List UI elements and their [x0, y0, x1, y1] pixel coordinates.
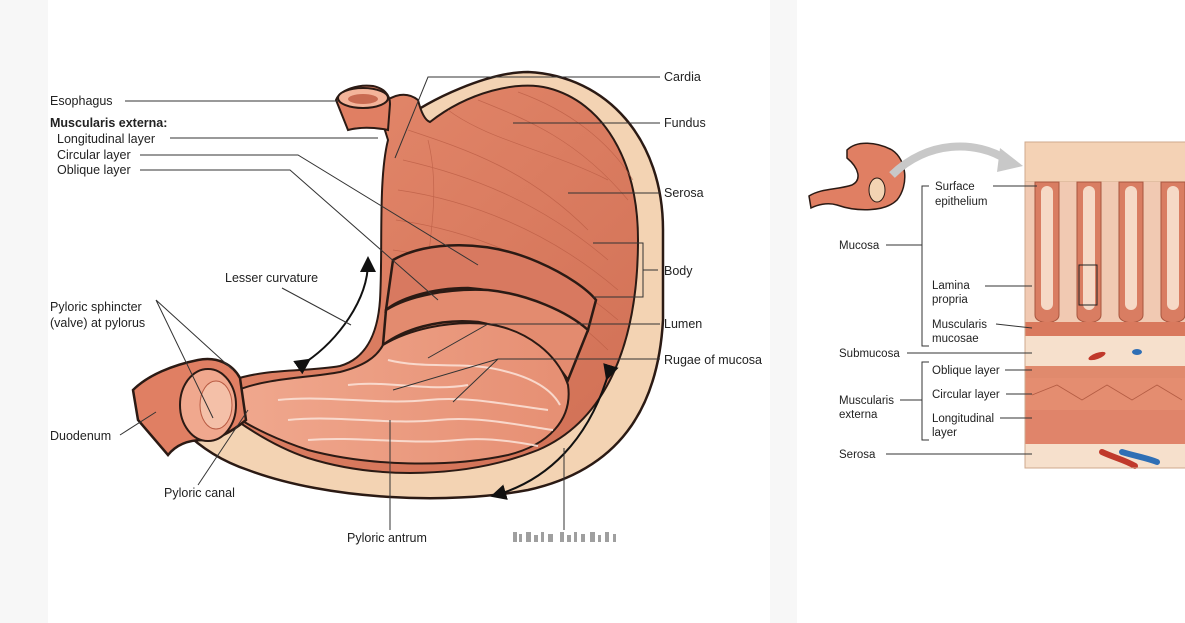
label-esophagus: Esophagus	[50, 94, 113, 108]
stomach-diagram-panel: Esophagus Muscularis externa: Longitudin…	[48, 0, 770, 623]
pyloric-opening	[200, 381, 232, 429]
tissue-block	[1025, 142, 1185, 468]
label-body: Body	[664, 264, 693, 278]
label-serosa: Serosa	[664, 186, 704, 200]
wall-label-surface-1: Surface	[935, 181, 975, 193]
stomach-wall-panel: Mucosa Surface epithelium Lamina propria…	[797, 0, 1185, 623]
label-pyloric-sphincter-2: (valve) at pylorus	[50, 316, 145, 330]
zoom-arrow	[892, 146, 1007, 175]
label-pyloric-sphincter-1: Pyloric sphincter	[50, 300, 142, 314]
wall-label-mucosa: Mucosa	[839, 240, 880, 252]
label-fundus: Fundus	[664, 116, 706, 130]
wall-label-me-2: externa	[839, 409, 878, 421]
wall-label-mm-1: Muscularis	[932, 319, 987, 331]
stomach-wall-illustration: Mucosa Surface epithelium Lamina propria…	[797, 0, 1185, 623]
label-rugae: Rugae of mucosa	[664, 353, 762, 367]
wall-label-circular: Circular layer	[932, 389, 1000, 401]
wall-label-submucosa: Submucosa	[839, 348, 900, 360]
wall-label-me-1: Muscularis	[839, 395, 894, 407]
stomach-illustration: Esophagus Muscularis externa: Longitudin…	[48, 0, 770, 623]
label-lumen: Lumen	[664, 317, 702, 331]
wall-label-serosa: Serosa	[839, 449, 876, 461]
label-cardia: Cardia	[664, 70, 701, 84]
wall-label-surface-2: epithelium	[935, 196, 987, 208]
label-pyloric-antrum: Pyloric antrum	[347, 531, 427, 545]
wall-label-oblique: Oblique layer	[932, 365, 1000, 377]
label-lesser-curvature: Lesser curvature	[225, 271, 318, 285]
stomach-thumbnail	[809, 143, 905, 210]
label-pyloric-canal: Pyloric canal	[164, 486, 235, 500]
label-longitudinal-layer: Longitudinal layer	[57, 132, 155, 146]
wall-label-lamina-1: Lamina	[932, 280, 970, 292]
obscured-label	[513, 532, 616, 542]
label-circular-layer: Circular layer	[57, 148, 131, 162]
wall-label-long-2: layer	[932, 427, 957, 439]
label-oblique-layer: Oblique layer	[57, 163, 131, 177]
label-muscularis-externa: Muscularis externa:	[50, 116, 167, 130]
wall-label-lamina-2: propria	[932, 294, 968, 306]
wall-label-long-1: Longitudinal	[932, 413, 994, 425]
label-duodenum: Duodenum	[50, 429, 111, 443]
wall-label-mm-2: mucosae	[932, 333, 979, 345]
